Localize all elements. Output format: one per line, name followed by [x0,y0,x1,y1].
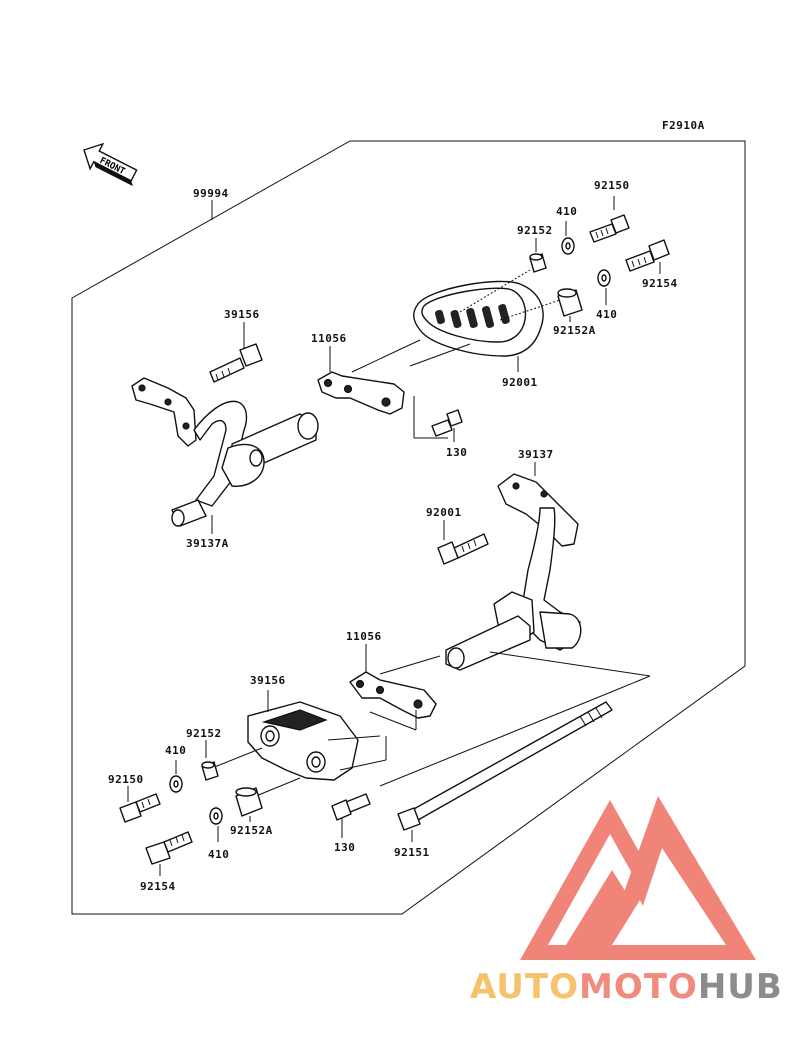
collar-92152-top [529,253,547,273]
bracket-39137 [445,473,582,671]
logo-text: AUTOMOTOHUB [470,967,783,1007]
slider-39156-bottom [247,701,359,781]
bolt-92150-bottom [119,793,161,823]
collar-92152A-top [557,288,583,317]
logo-moto: MOTO [579,967,698,1007]
bracket-39137A [131,377,319,527]
bolt-92151 [397,701,613,831]
screw-130-bottom [331,793,371,821]
logo-hub: HUB [698,967,783,1007]
callout-39137A: 39137A [186,537,229,550]
kit-boundary [71,140,746,915]
slider-39156-top [413,280,544,357]
callout-11056-bottom: 11056 [346,630,382,643]
callout-92152-top: 92152 [517,224,553,237]
bolt-92154-bottom [145,831,193,865]
bolt-92150-top [589,214,630,243]
callout-130-bottom: 130 [334,841,355,854]
callout-92152-bottom: 92152 [186,727,222,740]
automotohub-logo [520,796,756,960]
callout-39137: 39137 [518,448,554,461]
callout-39156-bottom: 39156 [250,674,286,687]
kit-number-label: 99994 [193,187,229,200]
bolt-92154-top [625,239,670,272]
callout-410-top: 410 [556,205,577,218]
callout-39156-top: 92001 [502,376,538,389]
callout-410-bottom: 410 [165,744,186,757]
callout-92001-left: 39156 [224,308,260,321]
bolt-92001-left [209,343,263,383]
callout-92150-bottom: 92150 [108,773,144,786]
callout-92154-top: 92154 [642,277,678,290]
callout-92152A-bottom: 92152A [230,824,273,837]
callout-410-top2: 410 [596,308,617,321]
bracket-11056-top [317,371,405,415]
callout-11056-top: 11056 [311,332,347,345]
collar-92152A-bottom [235,787,263,817]
callout-410-bottom2: 410 [208,848,229,861]
callout-92150-top: 92150 [594,179,630,192]
callout-92151: 92151 [394,846,430,859]
screw-130-top [431,409,463,437]
collar-92152-bottom [201,761,219,781]
front-arrow-icon: FRONT [83,142,138,187]
callout-92152A-top: 92152A [553,324,596,337]
bolt-92001-right [437,533,489,565]
bracket-11056-bottom [349,671,437,719]
logo-auto: AUTO [470,967,579,1007]
callout-130-top: 130 [446,446,467,459]
callout-92001-right: 92001 [426,506,462,519]
callout-92154-bottom: 92154 [140,880,176,893]
figure-code: F2910A [662,119,705,132]
